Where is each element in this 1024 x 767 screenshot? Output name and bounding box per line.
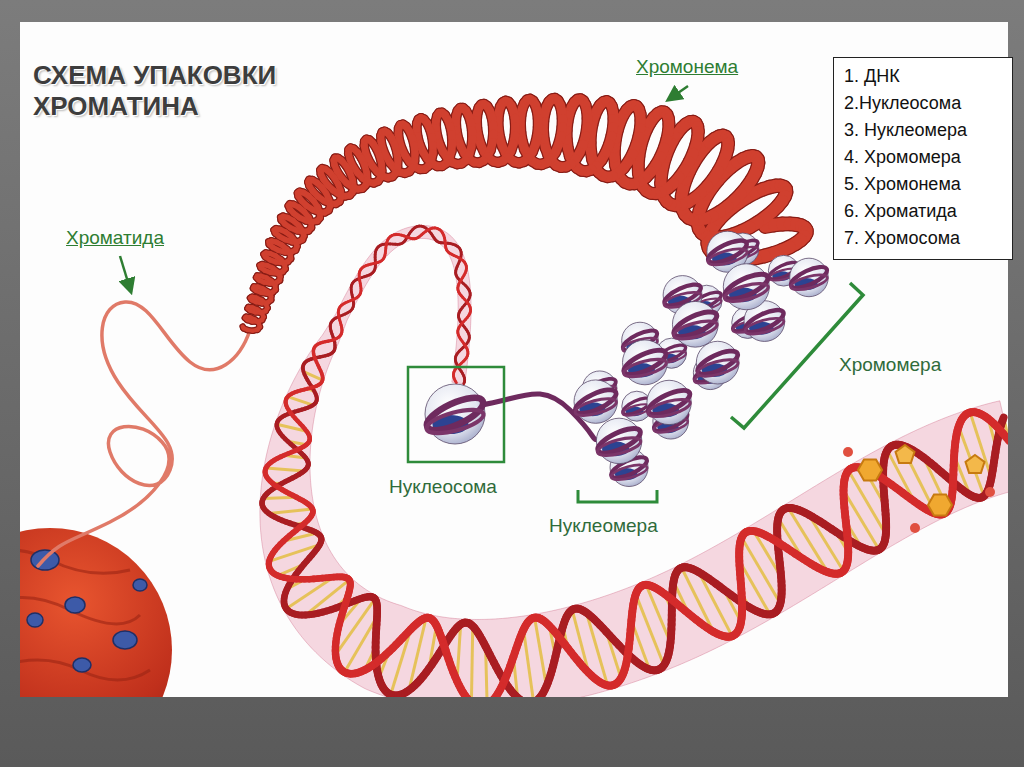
base-pair — [535, 618, 547, 687]
base-pair — [524, 630, 534, 697]
helix-axis — [286, 232, 1008, 665]
chromosome-granule — [65, 597, 85, 613]
base-pair — [742, 538, 781, 604]
base-pair — [339, 598, 361, 624]
illustration-group — [20, 99, 1008, 697]
chromosome-granule — [73, 658, 91, 672]
base-pair — [303, 372, 322, 380]
helix-strand — [462, 382, 466, 384]
base-pair — [391, 629, 411, 694]
base-pair — [699, 572, 732, 636]
base-pair — [754, 531, 781, 577]
slide-panel — [20, 22, 1008, 697]
base-pair — [572, 610, 589, 673]
base-pair — [788, 508, 828, 572]
base-pair — [306, 580, 349, 615]
base-pair — [269, 545, 320, 562]
base-pair — [844, 490, 879, 549]
helix-strand — [455, 381, 456, 383]
chromosome-granule — [133, 579, 147, 591]
base-pair — [631, 620, 649, 669]
base-pair — [586, 613, 607, 686]
base-pair — [646, 585, 670, 643]
chromosome-texture — [20, 550, 150, 680]
chromosome-granule — [27, 613, 43, 627]
base-pair — [288, 397, 313, 406]
chromatid-fiber — [38, 302, 250, 566]
base-pair — [409, 618, 426, 690]
base-pair — [269, 509, 313, 513]
coil-axis — [250, 131, 760, 330]
base-pair — [283, 533, 317, 541]
base-pair — [336, 599, 375, 655]
base-pair — [739, 561, 770, 614]
base-pair — [471, 626, 472, 697]
base-pair — [778, 518, 803, 558]
chromonema-coil — [243, 99, 807, 331]
helix-band — [260, 225, 1008, 697]
base-pair — [606, 632, 621, 678]
base-pair — [266, 468, 304, 471]
base-pair — [682, 568, 714, 632]
base-pair — [277, 424, 307, 431]
chromosome-granule — [113, 631, 137, 649]
base-pair — [959, 427, 984, 496]
base-pair — [286, 577, 334, 609]
dna-helix — [260, 225, 1008, 697]
base-pair — [344, 617, 377, 673]
base-pair — [636, 594, 664, 665]
chromosome-body — [20, 528, 172, 697]
